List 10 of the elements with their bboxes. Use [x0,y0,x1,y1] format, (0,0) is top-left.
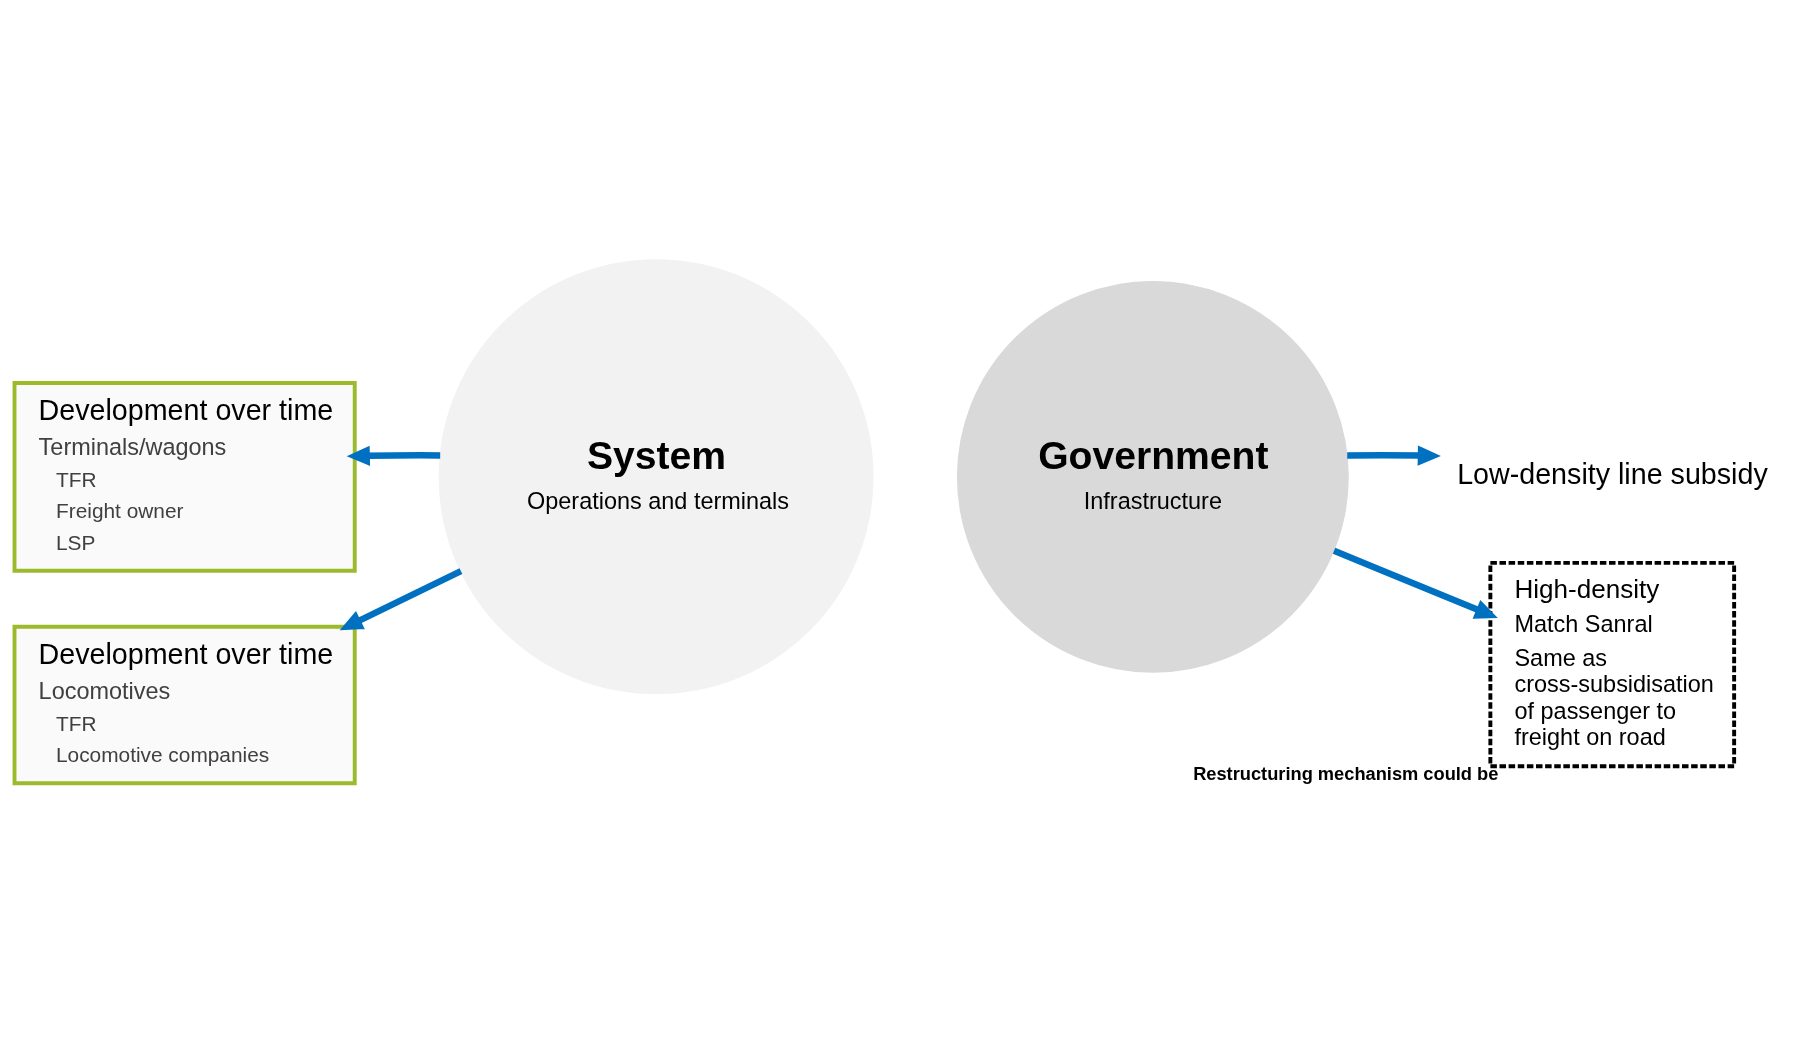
node-box: Development over time Locomotives TFR Locomotive companies [12,624,357,785]
arrow [1332,547,1498,619]
node-box: Development over time Terminals/wagons TFR Freight owner LSP [12,380,357,573]
node-box: High-density Match Sanral Same as cross-subsidisation of passenger to freight on road [1488,560,1737,768]
node-text: Low-density line subsidy [1457,457,1768,490]
arrow [1347,444,1441,466]
arrow [339,567,463,630]
node-circle: System Operations and terminals [438,258,874,694]
node-circle: Government Infrastructure [956,280,1349,673]
arrow [346,445,441,466]
